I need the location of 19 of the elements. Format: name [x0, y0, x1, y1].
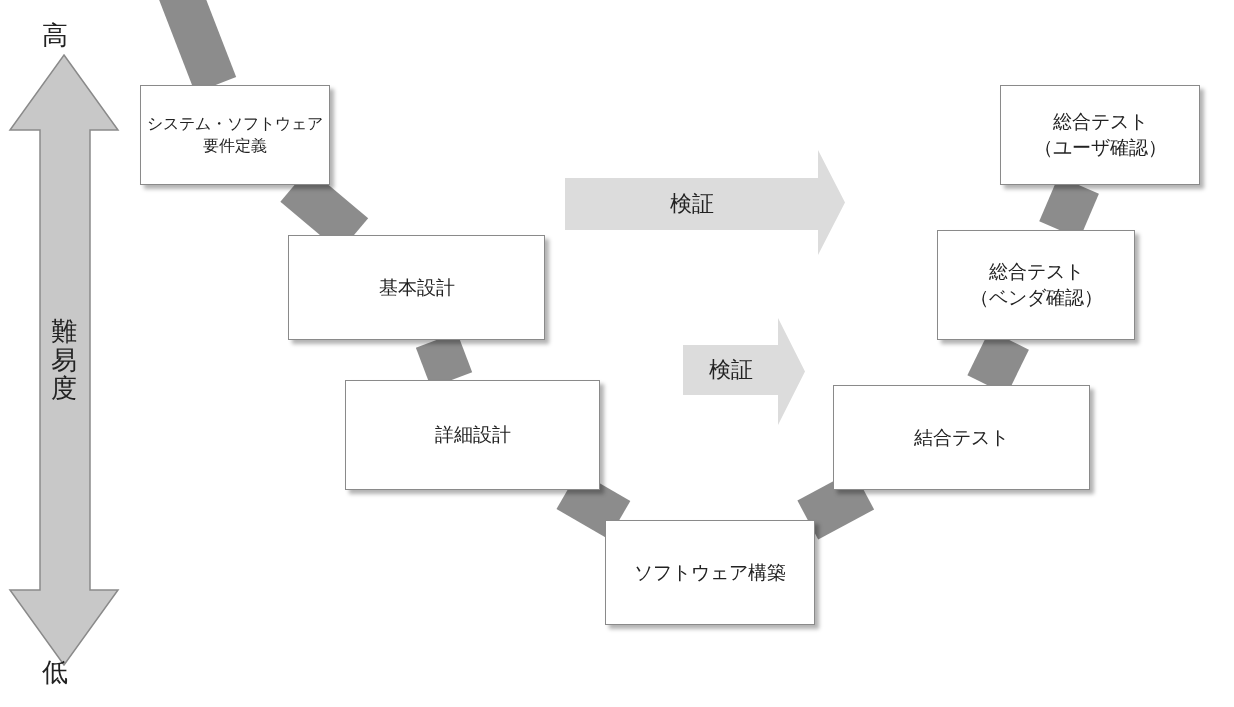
- step-label: システム・ソフトウェア要件定義: [146, 113, 324, 157]
- step-label: 総合テスト（ユーザ確認）: [1032, 109, 1168, 160]
- process-box: [833, 385, 1090, 490]
- step-label: 総合テスト（ベンダ確認）: [968, 259, 1104, 310]
- step-label: ソフトウェア構築: [634, 559, 786, 585]
- process-box: [1000, 85, 1200, 185]
- step-label: 結合テスト: [914, 424, 1009, 450]
- arrow-label: 検証: [707, 356, 754, 385]
- process-box: [605, 520, 815, 625]
- process-box: [140, 85, 330, 185]
- step-label: 詳細設計: [434, 422, 511, 448]
- process-box: [288, 235, 545, 340]
- step-label: 基本設計: [378, 274, 455, 300]
- axis-label: 難易度: [51, 317, 77, 403]
- process-box: [937, 230, 1135, 340]
- process-box: [345, 380, 600, 490]
- arrow-label: 検証: [668, 190, 715, 219]
- scale-label: 高: [42, 19, 68, 52]
- scale-label: 低: [42, 656, 68, 689]
